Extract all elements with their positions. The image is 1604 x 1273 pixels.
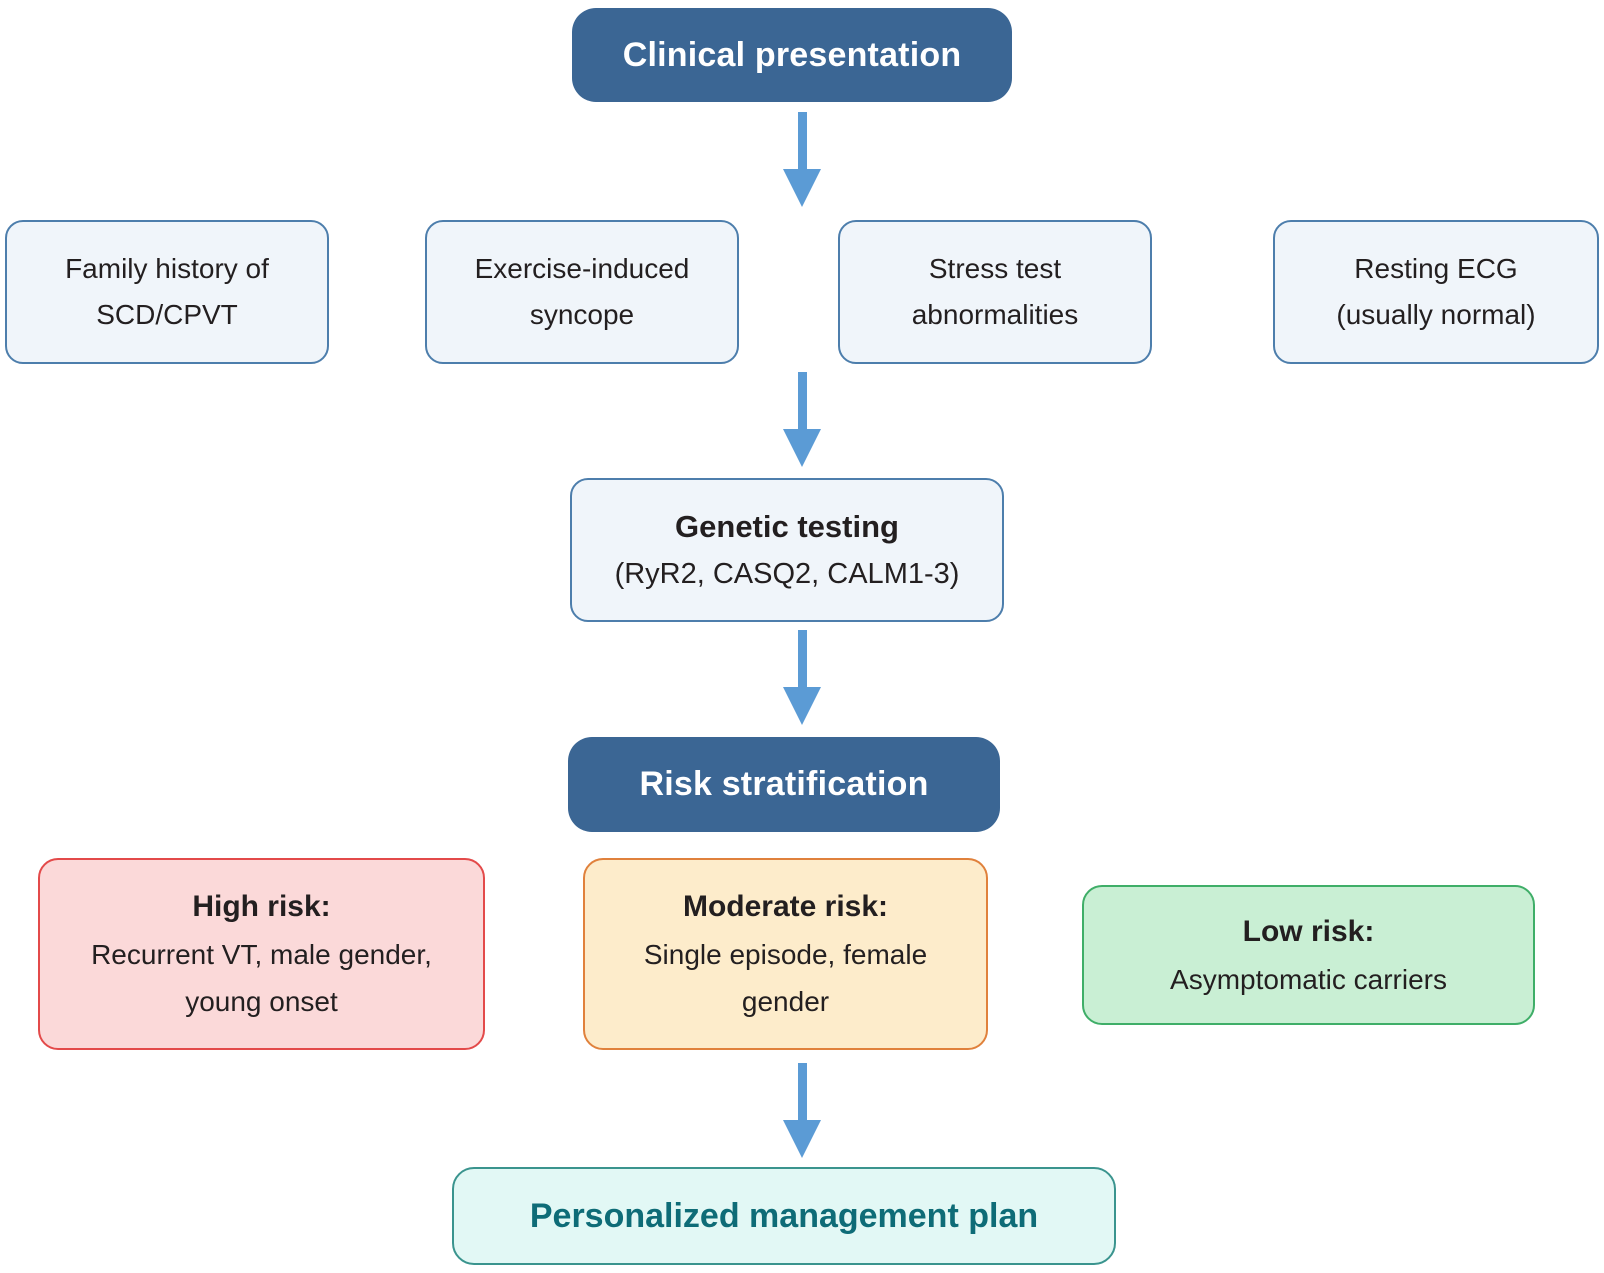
low-risk-node: Low risk: Asymptomatic carriers <box>1082 885 1535 1025</box>
management-plan-label: Personalized management plan <box>529 1196 1039 1235</box>
high-risk-description: Recurrent VT, male gender, young onset <box>91 939 432 1017</box>
moderate-risk-description: Single episode, female gender <box>643 939 928 1017</box>
low-risk-description: Asymptomatic carriers <box>1170 963 1447 995</box>
arrow-head <box>783 687 821 725</box>
high-risk-node: High risk: Recurrent VT, male gender, yo… <box>38 858 485 1050</box>
high-risk-title: High risk: <box>192 890 331 923</box>
arrow-shaft <box>797 372 807 429</box>
arrow-head <box>783 429 821 467</box>
risk-stratification-node: Risk stratification <box>568 737 1000 832</box>
genetic-testing-node: Genetic testing (RyR2, CASQ2, CALM1-3) <box>570 478 1004 622</box>
low-risk-title: Low risk: <box>1242 914 1375 948</box>
finding-line: Exercise-induced <box>474 253 690 284</box>
finding-stress-test-node: Stress test abnormalities <box>838 220 1152 364</box>
finding-line: Stress test <box>928 253 1062 284</box>
arrow-down-icon <box>783 630 821 725</box>
genetic-testing-title: Genetic testing <box>675 509 899 544</box>
management-plan-node: Personalized management plan <box>452 1167 1116 1265</box>
arrow-down-icon <box>783 1063 821 1158</box>
finding-line: (usually normal) <box>1336 299 1536 330</box>
arrow-down-icon <box>783 112 821 207</box>
arrow-shaft <box>797 630 807 687</box>
genetic-testing-genes: (RyR2, CASQ2, CALM1-3) <box>614 558 960 590</box>
risk-stratification-label: Risk stratification <box>639 765 929 803</box>
clinical-presentation-node: Clinical presentation <box>572 8 1012 102</box>
finding-resting-ecg-node: Resting ECG (usually normal) <box>1273 220 1599 364</box>
arrow-head <box>783 1120 821 1158</box>
moderate-risk-title: Moderate risk: <box>682 890 889 923</box>
arrow-shaft <box>797 1063 807 1120</box>
finding-family-history-node: Family history of SCD/CPVT <box>5 220 329 364</box>
finding-line: Family history of <box>65 253 269 284</box>
moderate-risk-node: Moderate risk: Single episode, female ge… <box>583 858 988 1050</box>
finding-line: abnormalities <box>911 299 1079 330</box>
finding-line: SCD/CPVT <box>96 299 238 330</box>
finding-exercise-syncope-node: Exercise-induced syncope <box>425 220 739 364</box>
arrow-head <box>783 169 821 207</box>
arrow-down-icon <box>783 372 821 467</box>
finding-line: syncope <box>529 299 635 330</box>
finding-line: Resting ECG <box>1354 253 1518 284</box>
clinical-presentation-label: Clinical presentation <box>622 35 962 74</box>
arrow-shaft <box>797 112 807 169</box>
